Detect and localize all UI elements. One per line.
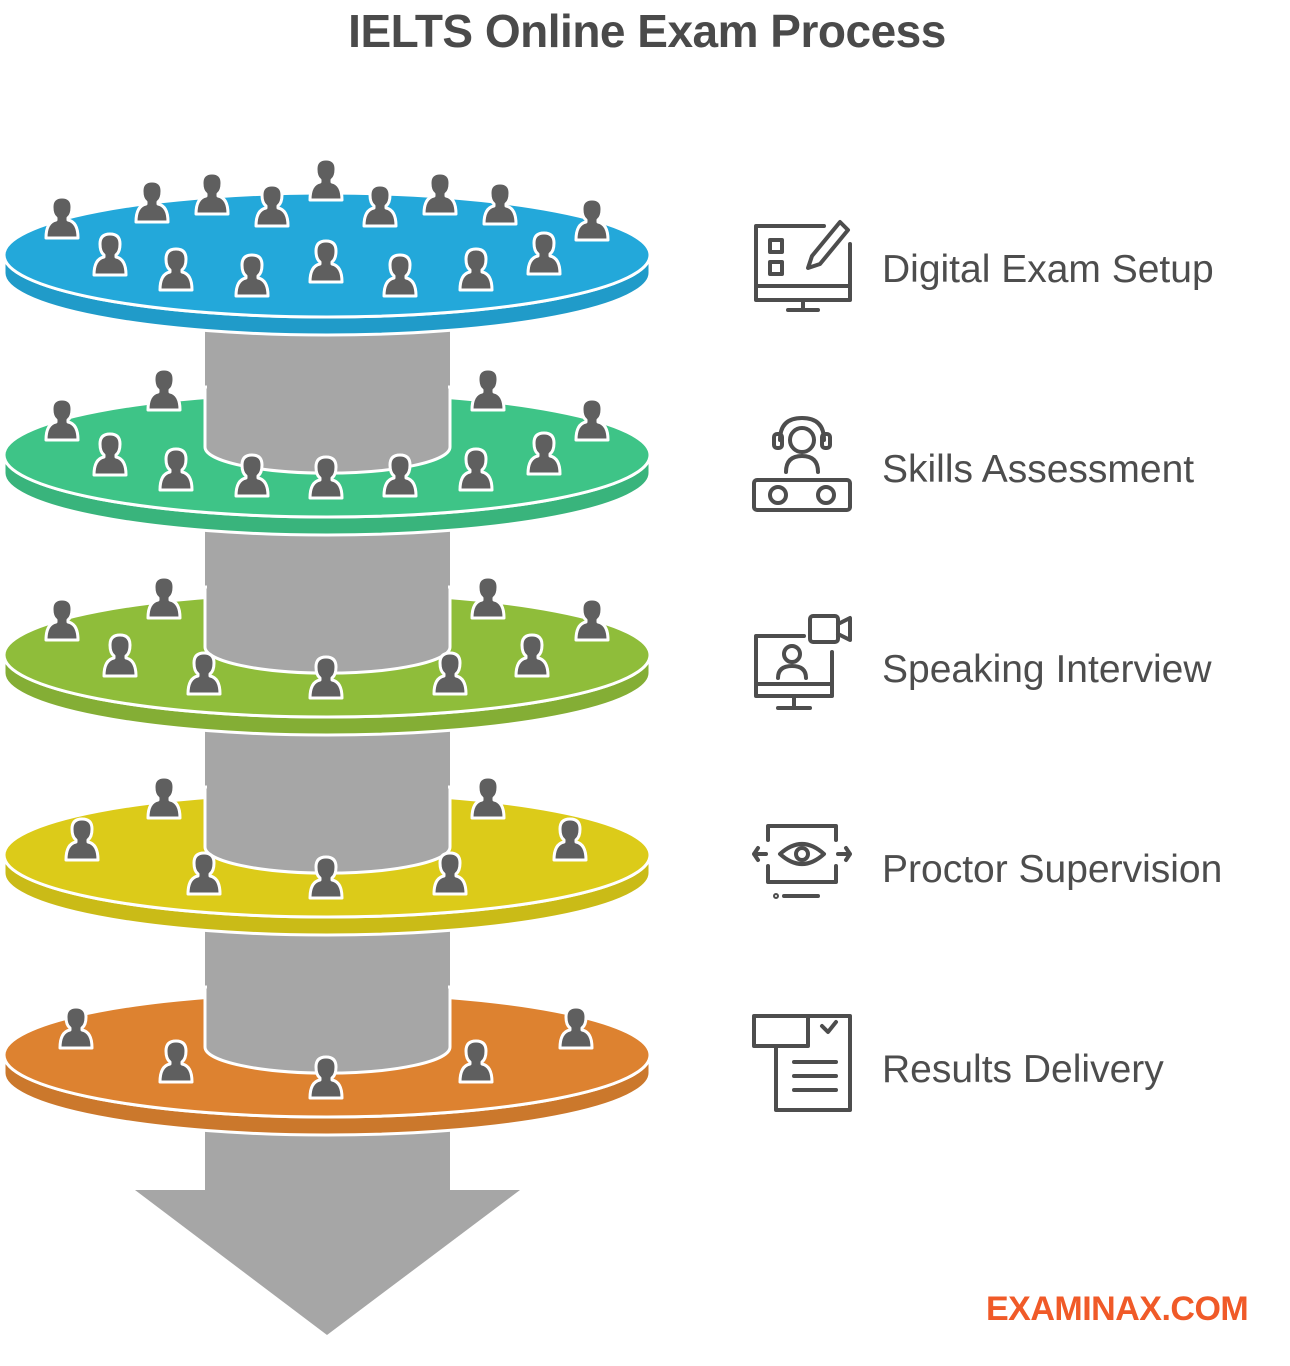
person-icon [146, 775, 182, 820]
person-icon [146, 367, 182, 412]
brand-watermark: EXAMINAX.COM [986, 1290, 1249, 1328]
person-icon [308, 157, 344, 202]
person-icon [422, 171, 458, 216]
stage-label-speaking-interview: Speaking Interview [882, 648, 1212, 691]
stage-label-proctor-supervision: Proctor Supervision [882, 848, 1223, 891]
video-call-icon [754, 614, 852, 710]
person-icon [470, 575, 506, 620]
disc-5 [2, 983, 652, 1137]
pipe-segment [205, 1130, 450, 1192]
disc-4 [2, 775, 652, 937]
stage-label-results-delivery: Results Delivery [882, 1048, 1164, 1091]
person-icon [146, 575, 182, 620]
down-arrow [135, 1190, 520, 1335]
monitor-pen-icon [754, 220, 852, 312]
disc-2 [2, 367, 652, 537]
eye-monitor-icon [752, 824, 852, 899]
person-icon [194, 171, 230, 216]
diagram-title: IELTS Online Exam Process [348, 5, 946, 57]
person-icon [470, 367, 506, 412]
disc-3 [2, 575, 652, 737]
disc-1 [2, 157, 652, 337]
stage-label-digital-exam-setup: Digital Exam Setup [882, 248, 1214, 291]
document-check-icon [752, 1014, 852, 1112]
person-icon [470, 775, 506, 820]
stage-label-skills-assessment: Skills Assessment [882, 448, 1195, 491]
headset-user-icon [752, 416, 852, 512]
funnel-diagram [2, 157, 652, 1335]
